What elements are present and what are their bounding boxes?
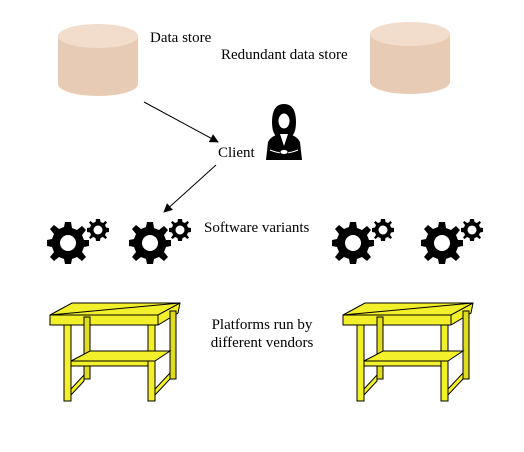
gear-icon (129, 222, 171, 264)
gear-icon (169, 219, 191, 241)
arrow-client-to-software (163, 164, 217, 213)
client-person-icon (266, 104, 302, 160)
gear-icon (461, 219, 483, 241)
arrow-data-store-to-client (143, 101, 219, 143)
platform-table-icon (342, 302, 474, 402)
gear-icon (332, 222, 374, 264)
data-store-cylinder (58, 24, 138, 96)
gear-icon (87, 219, 109, 241)
software-variants-label: Software variants (204, 220, 310, 236)
platforms-label-line2: different vendors (210, 335, 314, 351)
redundant-data-store-label: Redundant data store (221, 47, 348, 63)
gear-icon (372, 219, 394, 241)
platform-table-icon (49, 302, 181, 402)
gear-icon (421, 222, 463, 264)
platforms-label-line1: Platforms run by (211, 317, 313, 333)
client-label: Client (218, 145, 255, 161)
data-store-label: Data store (150, 30, 212, 46)
gear-icon (47, 222, 89, 264)
redundant-data-store-cylinder (370, 22, 450, 94)
